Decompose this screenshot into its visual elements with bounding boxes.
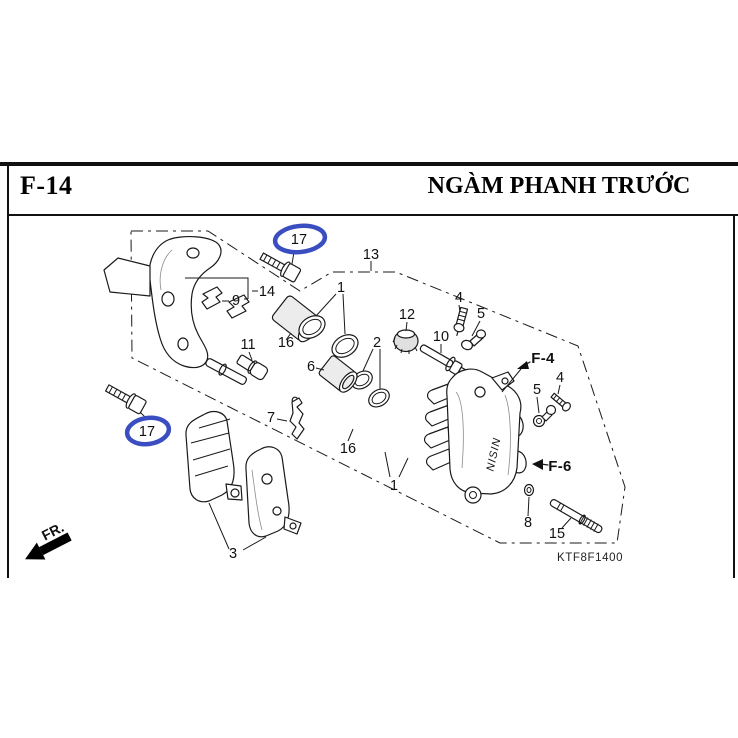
part-pad-spring-7 (289, 396, 305, 440)
part-pad-clips (201, 286, 250, 319)
diagram-frame (7, 216, 735, 578)
label-14: 14 (259, 284, 275, 300)
part-pad-pin-15 (549, 499, 603, 534)
ref-label-f6: F-6 (548, 458, 571, 475)
label-13: 13 (363, 247, 379, 263)
part-seals-1-upper (298, 315, 359, 358)
ref-f6: F-6 (532, 458, 571, 475)
page-code: F-14 (20, 171, 73, 200)
part-cap-12 (392, 329, 419, 354)
part-caliper-bracket (103, 235, 247, 385)
ref-f4: F-4 (517, 350, 555, 369)
part-screw-4-lower (550, 392, 571, 412)
part-sleeve-11 (236, 354, 269, 381)
fr-direction-arrow: FR. (25, 519, 72, 560)
label-11: 11 (240, 337, 255, 353)
label-16-upper: 16 (278, 335, 294, 351)
diagram-code: KTF8F1400 (557, 552, 623, 564)
leader-lines (139, 251, 572, 551)
label-4-lower: 4 (556, 370, 564, 386)
part-brake-pads-3 (185, 411, 302, 538)
group-bracket-9-14 (185, 277, 258, 302)
label-17-lower: 17 (139, 424, 155, 440)
label-9: 9 (232, 293, 240, 309)
part-joint-5-upper (461, 329, 487, 351)
part-washer-8 (523, 483, 535, 497)
highlight-17-upper: 17 (272, 223, 328, 255)
label-10: 10 (433, 329, 449, 345)
part-screw-5-lower (532, 404, 557, 428)
label-3: 3 (229, 546, 237, 562)
label-5-lower: 5 (533, 382, 541, 398)
label-15: 15 (549, 526, 565, 542)
label-5-upper: 5 (477, 306, 485, 322)
label-4-upper: 4 (455, 290, 463, 306)
label-7: 7 (267, 410, 275, 426)
part-bolt-17-upper (259, 252, 302, 283)
page-title: NGÀM PHANH TRƯỚC (427, 173, 691, 199)
label-12: 12 (399, 307, 415, 323)
part-piston-6 (318, 355, 358, 393)
label-6: 6 (307, 359, 315, 375)
part-number-labels: 13 14 9 1 16 11 12 2 6 10 4 5 5 4 7 16 1… (229, 247, 565, 562)
page-header: F-14 NGÀM PHANH TRƯỚC (7, 166, 738, 216)
ref-label-f4: F-4 (531, 350, 555, 367)
top-rule (0, 162, 738, 166)
highlight-17-lower: 17 (124, 415, 172, 447)
part-bolt-17-lower (104, 384, 147, 415)
label-2: 2 (373, 335, 381, 351)
label-16-lower: 16 (340, 441, 356, 457)
label-1-lower: 1 (390, 478, 398, 494)
label-17-upper: 17 (291, 232, 307, 248)
part-caliper-body: NISIN (423, 368, 527, 504)
label-1-upper: 1 (337, 280, 345, 296)
assembly-boundary-dashed (130, 230, 626, 544)
label-8: 8 (524, 515, 532, 531)
part-bleeder-4-upper (453, 306, 469, 336)
